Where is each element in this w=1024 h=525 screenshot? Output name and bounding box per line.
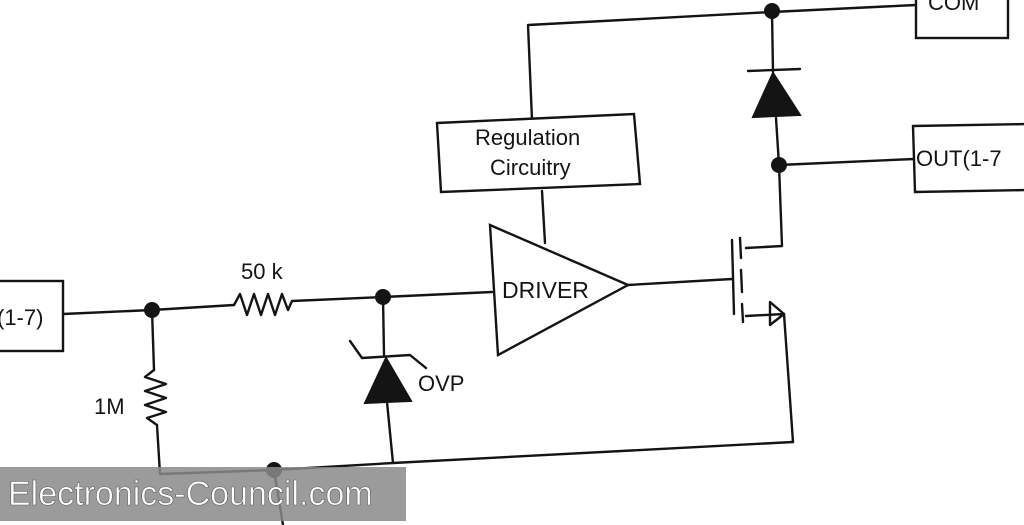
junction-out: [771, 157, 787, 173]
source-wire: [744, 312, 795, 444]
com-terminal-label: COM: [928, 0, 979, 15]
gate-wire: [626, 277, 734, 287]
shunt-branch-wire-top: [150, 308, 156, 372]
diode-top-wire: [770, 10, 775, 74]
junction-zener: [375, 289, 391, 305]
driver-label: DRIVER: [502, 277, 589, 303]
mosfet-channel-top: [738, 236, 743, 260]
input-terminal-box: [0, 279, 65, 353]
junction-com: [764, 3, 780, 19]
resistor-50k: [232, 292, 294, 317]
top-diode-body: [751, 70, 802, 119]
resistor-1m-label: 1M: [94, 394, 125, 419]
regulation-supply-wire: [526, 3, 918, 122]
out-terminal-box: [911, 122, 1024, 194]
zener-bottom-wire: [385, 400, 395, 465]
mosfet-channel-bot: [740, 302, 745, 324]
zener-top-wire: [381, 295, 386, 357]
zener-diode-body: [363, 355, 413, 405]
shunt-branch-wire-bottom: [155, 423, 162, 476]
driver-amplifier: [488, 223, 631, 357]
regulation-label-line2: Circuitry: [490, 155, 571, 180]
mosfet-channel-mid: [739, 268, 744, 294]
regulation-label-line1: Regulation: [475, 125, 580, 150]
junction-input: [144, 302, 160, 318]
zener-diode-bar: [348, 339, 428, 370]
wires: [61, 3, 918, 525]
regulation-to-driver-wire: [540, 189, 547, 245]
drain-wire: [744, 163, 784, 250]
mosfet-gate-plate: [730, 238, 736, 316]
top-diode-bar: [746, 67, 802, 73]
zener-diode-label: OVP: [418, 371, 464, 396]
watermark-text: Electronics-Council.com: [8, 475, 373, 513]
junction-dots: [144, 3, 787, 478]
watermark: Electronics-Council.com: [0, 467, 406, 521]
out-wire: [777, 157, 916, 167]
mosfet-source-arrow: [768, 300, 786, 327]
mosfet: [730, 236, 786, 327]
resistor-1m: [143, 368, 168, 427]
regulation-circuitry-box: [435, 112, 642, 194]
input-terminal-label: (1-7): [0, 305, 43, 330]
watermark-background: [0, 467, 406, 521]
resistor-50k-label: 50 k: [241, 259, 284, 284]
out-terminal-label: OUT(1-7: [916, 146, 1002, 171]
com-terminal-box: [914, 0, 1010, 40]
driver-input-wire: [290, 290, 494, 303]
